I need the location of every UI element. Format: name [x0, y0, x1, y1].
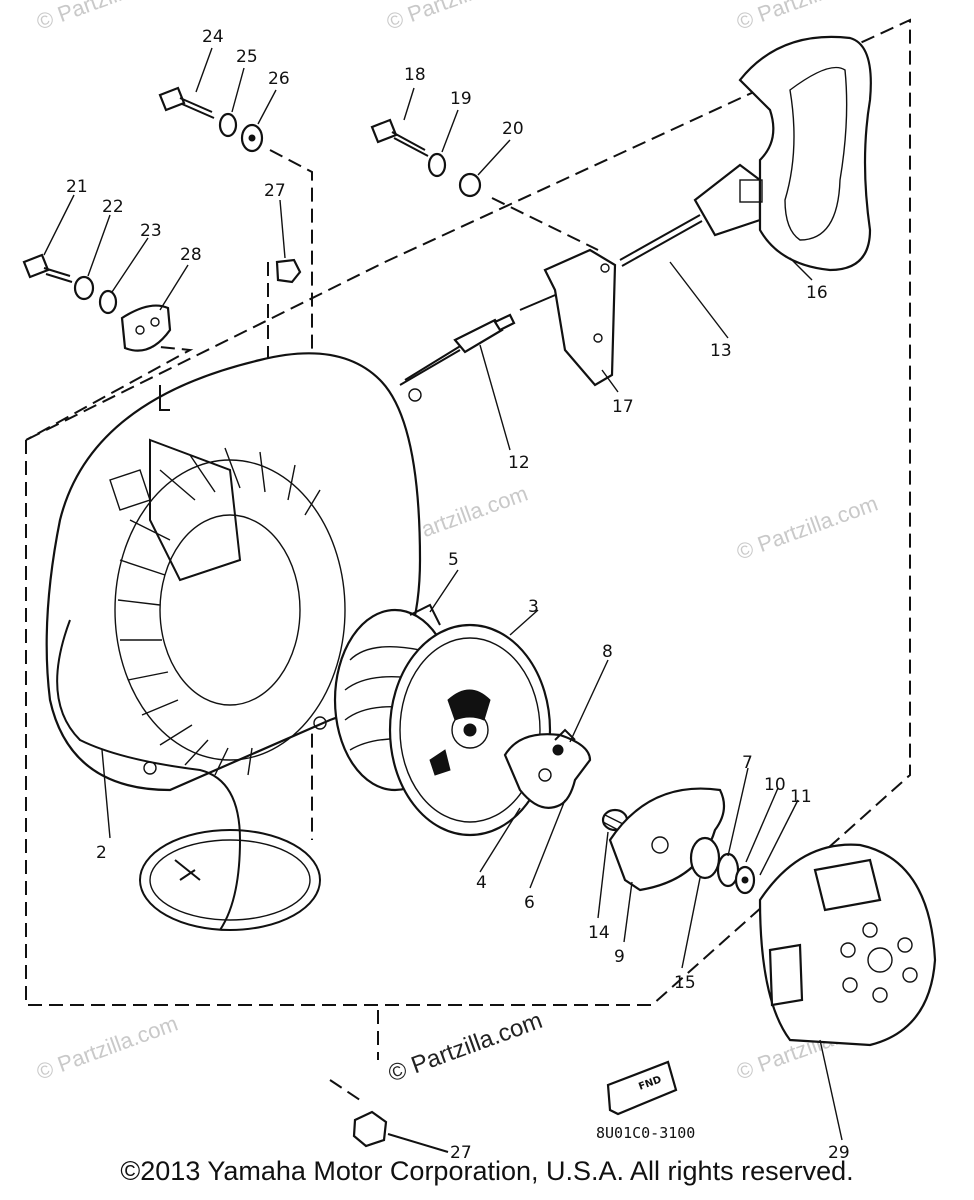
part-label: 21 — [66, 177, 88, 197]
part-label: 18 — [404, 65, 426, 85]
fasteners — [22, 86, 482, 352]
part-label: 29 — [828, 1143, 850, 1163]
part-label: 16 — [806, 283, 828, 303]
part-label: 20 — [502, 119, 524, 139]
part-label: 24 — [202, 27, 224, 47]
part-label: 10 — [764, 775, 786, 795]
part-label: 11 — [790, 787, 812, 807]
part-label: 14 — [588, 923, 610, 943]
find-badge: FND — [606, 1060, 678, 1116]
starter-cover — [758, 843, 937, 1047]
part-label: 9 — [614, 947, 625, 967]
watermark: © Partzilla.com — [383, 0, 531, 35]
part-label: 26 — [268, 69, 290, 89]
watermark: © Partzilla.com — [33, 0, 181, 35]
starter-rope-assembly — [399, 35, 872, 387]
gasket-loop — [56, 619, 321, 931]
part-label: 13 — [710, 341, 732, 361]
part-label: 5 — [448, 550, 459, 570]
part-label: 15 — [674, 973, 696, 993]
nut-bottom — [352, 1110, 449, 1153]
leader-lines — [43, 47, 843, 1141]
part-label: 6 — [524, 893, 535, 913]
part-label: 17 — [612, 397, 634, 417]
part-label: 19 — [450, 89, 472, 109]
pawl-parts — [503, 728, 756, 895]
part-label: 25 — [236, 47, 258, 67]
part-labels: 24 25 26 18 19 20 21 22 23 28 27 16 13 1… — [66, 27, 850, 1163]
part-label: 8 — [602, 642, 613, 662]
part-label: 28 — [180, 245, 202, 265]
part-label: 23 — [140, 221, 162, 241]
part-label: 2 — [96, 843, 107, 863]
part-label: 27 — [450, 1143, 472, 1163]
copyright-notice: ©2013 Yamaha Motor Corporation, U.S.A. A… — [120, 1156, 854, 1186]
part-label: 12 — [508, 453, 530, 473]
watermark: © Partzilla.com — [733, 491, 881, 565]
center-watermark: © Partzilla.com — [385, 1007, 546, 1088]
watermark: © Partzilla.com — [33, 1011, 181, 1085]
fan-housing — [45, 352, 422, 792]
rope-reel — [333, 603, 552, 837]
part-label: 4 — [476, 873, 487, 893]
reference-code: 8U01C0-3100 — [596, 1124, 695, 1142]
part-label: 3 — [528, 597, 539, 617]
watermark: © Partzilla.com — [733, 0, 881, 35]
part-label: 22 — [102, 197, 124, 217]
part-label: 27 — [264, 181, 286, 201]
part-label: 7 — [742, 753, 753, 773]
